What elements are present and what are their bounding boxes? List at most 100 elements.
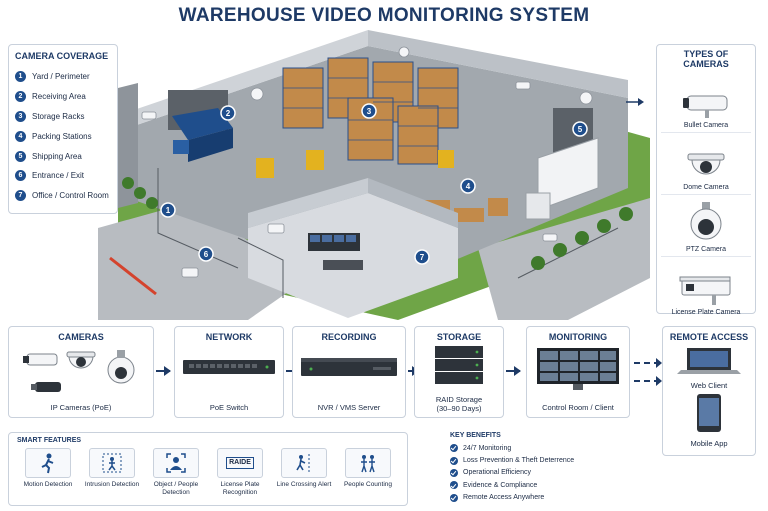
benefit-label: Loss Prevention & Theft Deterrence — [463, 457, 575, 465]
coverage-item: 4 Packing Stations — [15, 126, 111, 146]
scene-marker-label: 4 — [466, 182, 471, 191]
benefit-item: Remote Access Anywhere — [450, 492, 650, 504]
check-icon — [450, 468, 458, 477]
feature-line-crossing: Line Crossing Alert — [273, 448, 335, 496]
barrier-gate — [109, 256, 157, 296]
coverage-number: 1 — [15, 71, 26, 83]
pipeline-storage-title: STORAGE — [436, 332, 482, 342]
dome-camera-icon — [687, 153, 725, 175]
scene-marker-5 — [572, 121, 588, 137]
storage-caption-line1: RAID Storage — [435, 395, 483, 404]
office-floor — [248, 193, 458, 318]
coverage-item: 7 Office / Control Room — [15, 186, 111, 206]
license-plate-recognition-icon: RAIDE — [226, 457, 254, 469]
benefit-label: Evidence & Compliance — [463, 481, 538, 489]
remote-web-label: Web Client — [690, 381, 728, 390]
pipeline-recording-title: RECORDING — [321, 332, 377, 342]
camera-type-lpr: License Plate Camera — [661, 257, 751, 319]
coverage-label: Office / Control Room — [32, 191, 109, 201]
coverage-label: Storage Racks — [32, 111, 85, 121]
feature-people-counting: People Counting — [337, 448, 399, 496]
camera-coverage-heading: CAMERA COVERAGE — [15, 51, 109, 61]
camera-type-label: License Plate Camera — [671, 309, 741, 316]
coverage-number: 3 — [15, 110, 26, 122]
camera-type-label: Bullet Camera — [683, 122, 729, 129]
camera-type-dome: Dome Camera — [661, 133, 751, 195]
camera-type-bullet: Bullet Camera — [661, 71, 751, 133]
scene-marker-1 — [160, 202, 176, 218]
pipeline-arrow — [156, 366, 171, 376]
feature-label: Motion Detection — [23, 481, 73, 488]
scene-marker-4 — [460, 178, 476, 194]
pipeline-cameras: CAMERAS IP Cameras (PoE) — [8, 326, 154, 418]
camera-types-heading: TYPES OF CAMERAS — [683, 49, 729, 69]
benefit-item: 24/7 Monitoring — [450, 442, 650, 454]
laptop-icon — [677, 348, 741, 374]
pipeline-cameras-caption: IP Cameras (PoE) — [50, 403, 112, 412]
coverage-number: 2 — [15, 91, 26, 103]
pipeline-storage: STORAGE RAID Storage (30–90 Days) — [414, 326, 504, 418]
benefit-item: Evidence & Compliance — [450, 479, 650, 491]
left-wall — [118, 83, 138, 208]
feature-label: Object / People Detection — [153, 481, 199, 496]
pipeline-monitoring: MONITORING Control Room / Client — [526, 326, 630, 418]
line-crossing-icon — [296, 454, 310, 472]
object-detection-icon — [166, 453, 186, 473]
benefit-item: Loss Prevention & Theft Deterrence — [450, 454, 650, 466]
camera-type-label: PTZ Camera — [685, 246, 727, 253]
storage-racks — [282, 57, 459, 165]
scene-cameras — [141, 46, 593, 278]
key-benefits-heading: KEY BENEFITS — [450, 432, 501, 439]
pipeline-cameras-title: CAMERAS — [58, 332, 104, 342]
remote-dashed-arrow — [634, 358, 662, 368]
smart-features-heading: SMART FEATURES — [17, 437, 82, 444]
scene-marker-label: 3 — [367, 107, 372, 116]
pipeline-network-caption: PoE Switch — [209, 403, 249, 412]
coverage-label: Yard / Perimeter — [32, 72, 90, 82]
scene-marker-label: 6 — [204, 250, 209, 259]
coverage-number: 4 — [15, 130, 26, 142]
scene-marker-2 — [220, 105, 236, 121]
pipeline-monitoring-title: MONITORING — [548, 332, 608, 342]
camera-type-label: Dome Camera — [683, 184, 729, 191]
storage-caption-line2: (30–90 Days) — [436, 404, 482, 413]
check-icon — [450, 456, 458, 465]
office-side-wall — [368, 178, 458, 228]
pipeline-arrow — [506, 366, 521, 376]
pipeline-recording: RECORDING NVR / VMS Server — [292, 326, 406, 418]
scene-marker-label: 1 — [166, 206, 171, 215]
check-icon — [450, 481, 458, 490]
scene-marker-7 — [414, 249, 430, 265]
feature-label: Intrusion Detection — [84, 481, 140, 488]
intrusion-detection-icon — [102, 453, 122, 473]
coverage-label: Packing Stations — [32, 131, 92, 141]
remote-dashed-arrow — [634, 376, 662, 386]
camera-type-ptz: PTZ Camera — [661, 195, 751, 257]
trees — [122, 177, 633, 270]
coverage-number: 7 — [15, 190, 26, 202]
feature-motion-detection: Motion Detection — [17, 448, 79, 496]
scene-marker-label: 2 — [226, 109, 231, 118]
page-title: WAREHOUSE VIDEO MONITORING SYSTEM — [178, 5, 590, 26]
mobile-phone-icon — [697, 394, 721, 432]
benefit-item: Operational Efficiency — [450, 467, 650, 479]
benefit-label: Operational Efficiency — [463, 469, 531, 477]
pipeline-monitoring-caption: Control Room / Client — [542, 403, 614, 412]
bullet-camera-icon — [683, 95, 728, 118]
coverage-item: 3 Storage Racks — [15, 107, 111, 127]
benefit-label: 24/7 Monitoring — [463, 444, 512, 452]
office-wall — [248, 178, 368, 228]
scene-marker-label: 7 — [420, 253, 425, 262]
coverage-label: Entrance / Exit — [32, 171, 85, 181]
forklifts — [256, 150, 454, 178]
coverage-label: Shipping Area — [32, 151, 82, 161]
white-truck — [525, 137, 599, 220]
coverage-item: 1 Yard / Perimeter — [15, 67, 111, 87]
people-counting-icon — [361, 455, 375, 473]
pipeline-remote-access: REMOTE ACCESS Web Client Mobile App — [662, 326, 756, 456]
check-icon — [450, 493, 458, 502]
